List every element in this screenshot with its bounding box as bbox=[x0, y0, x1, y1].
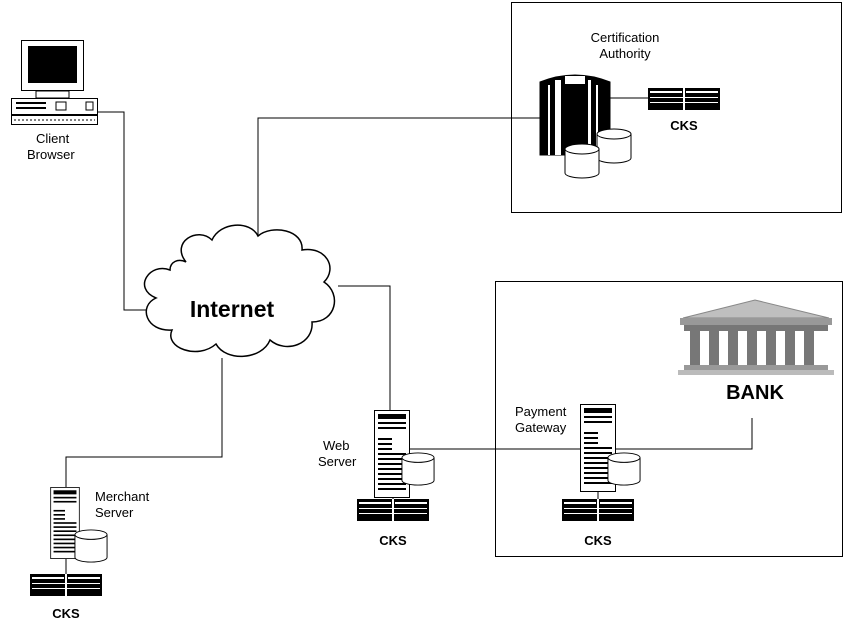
database-icon bbox=[564, 143, 600, 179]
bank-building-icon bbox=[678, 299, 834, 375]
database-icon bbox=[74, 529, 108, 563]
bank-label: BANK bbox=[726, 382, 784, 404]
merchant-server-label-line1: Merchant bbox=[95, 489, 150, 504]
payment-gateway-label-line2: Gateway bbox=[515, 420, 567, 435]
client-label-line1: Client bbox=[36, 131, 70, 146]
cloud-icon bbox=[143, 224, 336, 358]
merchant-server-label-line2: Server bbox=[95, 505, 134, 520]
merchant-server-cks-label: CKS bbox=[52, 606, 80, 621]
web-server-cks-label: CKS bbox=[379, 533, 407, 548]
internet-to-web-server-line bbox=[338, 285, 391, 412]
client-label-line2: Browser bbox=[27, 147, 75, 162]
desktop-computer-icon bbox=[11, 40, 98, 125]
payment-gateway-label-line1: Payment bbox=[515, 404, 567, 419]
tower-server-icon bbox=[374, 410, 410, 498]
certification-authority-cks-label: CKS bbox=[670, 118, 698, 133]
internet-label: Internet bbox=[190, 296, 275, 322]
certification-authority-box bbox=[511, 2, 842, 213]
database-icon bbox=[596, 128, 632, 164]
internet-to-certification-authority-line bbox=[257, 117, 540, 245]
database-icon bbox=[401, 452, 435, 486]
cks-device-icon bbox=[648, 88, 720, 110]
client-to-internet-line bbox=[90, 111, 150, 311]
cks-device-icon bbox=[562, 499, 634, 521]
mainframe-server-icon bbox=[539, 74, 611, 156]
web-server-label-line2: Server bbox=[318, 454, 357, 469]
cks-device-icon bbox=[357, 499, 429, 521]
cks-device-icon bbox=[30, 574, 102, 596]
payment-gateway-cks-label: CKS bbox=[584, 533, 612, 548]
internet-to-merchant-server-line bbox=[65, 358, 223, 487]
database-icon bbox=[607, 452, 641, 486]
certification-authority-label-line1: Certification bbox=[591, 30, 660, 45]
certification-authority-label-line2: Authority bbox=[599, 46, 651, 61]
bank-network-box bbox=[495, 281, 843, 557]
web-server-label-line1: Web bbox=[323, 438, 350, 453]
web-server-to-bank-line bbox=[410, 418, 753, 450]
